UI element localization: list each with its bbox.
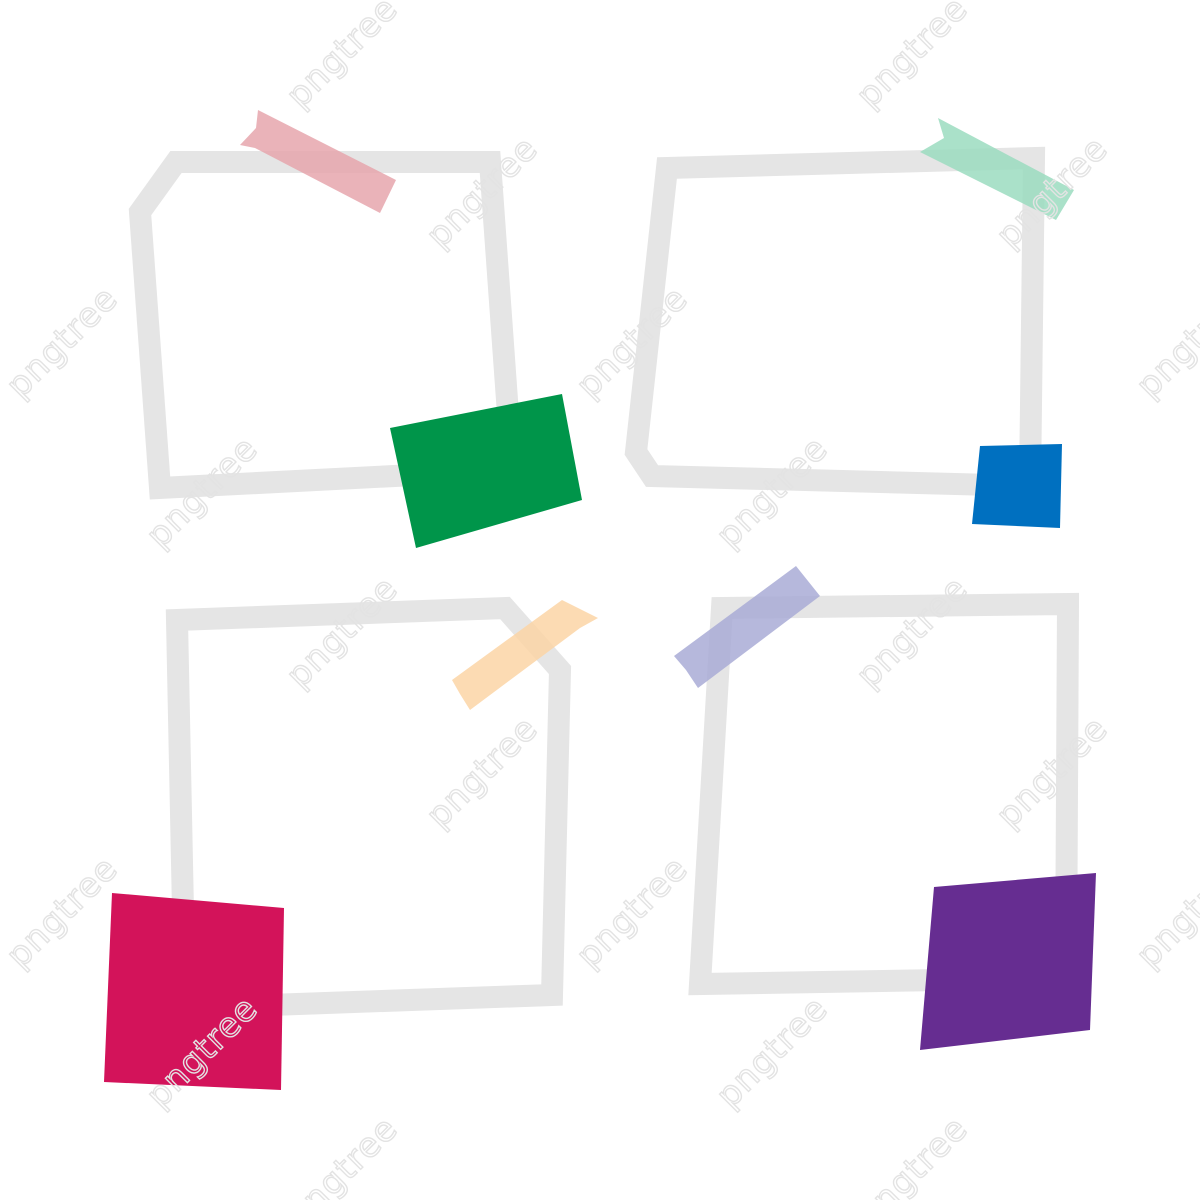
tape-top-right — [920, 118, 1074, 220]
note-bottom-right — [920, 873, 1096, 1050]
frame-top-left-outline — [128, 151, 524, 500]
frame-top-left — [128, 151, 524, 500]
tape-bottom-left — [452, 600, 598, 710]
tape-top-left — [240, 110, 396, 213]
note-top-right — [972, 444, 1062, 528]
note-top-left — [390, 394, 582, 548]
tape-bottom-right — [674, 566, 820, 688]
note-bottom-left — [104, 893, 284, 1090]
